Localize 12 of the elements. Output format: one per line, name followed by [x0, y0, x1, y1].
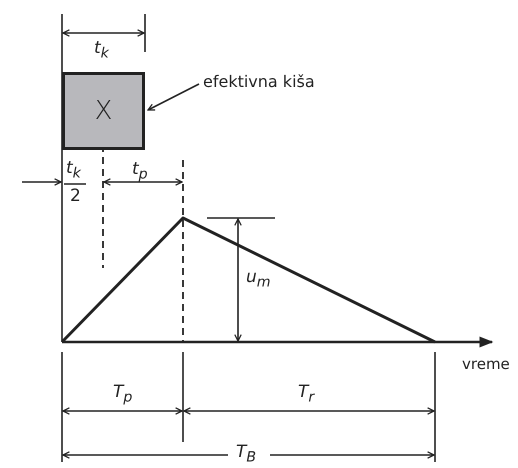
dimension-label: T$_{B}$	[236, 444, 256, 465]
dimension-label: t$_{k}$	[94, 40, 109, 61]
rain-block	[62, 72, 145, 150]
axis-label: vreme	[462, 357, 510, 372]
center-mark: X	[94, 98, 112, 124]
leader-arrow	[147, 83, 200, 111]
dimension-label: u$_{m}$	[246, 269, 271, 290]
callout-label: efektivna kiša	[203, 72, 315, 90]
dimension-label: T$_{r}$	[298, 384, 314, 405]
fraction-denominator: 2	[70, 188, 81, 205]
fraction-numerator: t$_{k}$	[66, 160, 81, 181]
dimension-label: T$_{p}$	[113, 384, 132, 405]
